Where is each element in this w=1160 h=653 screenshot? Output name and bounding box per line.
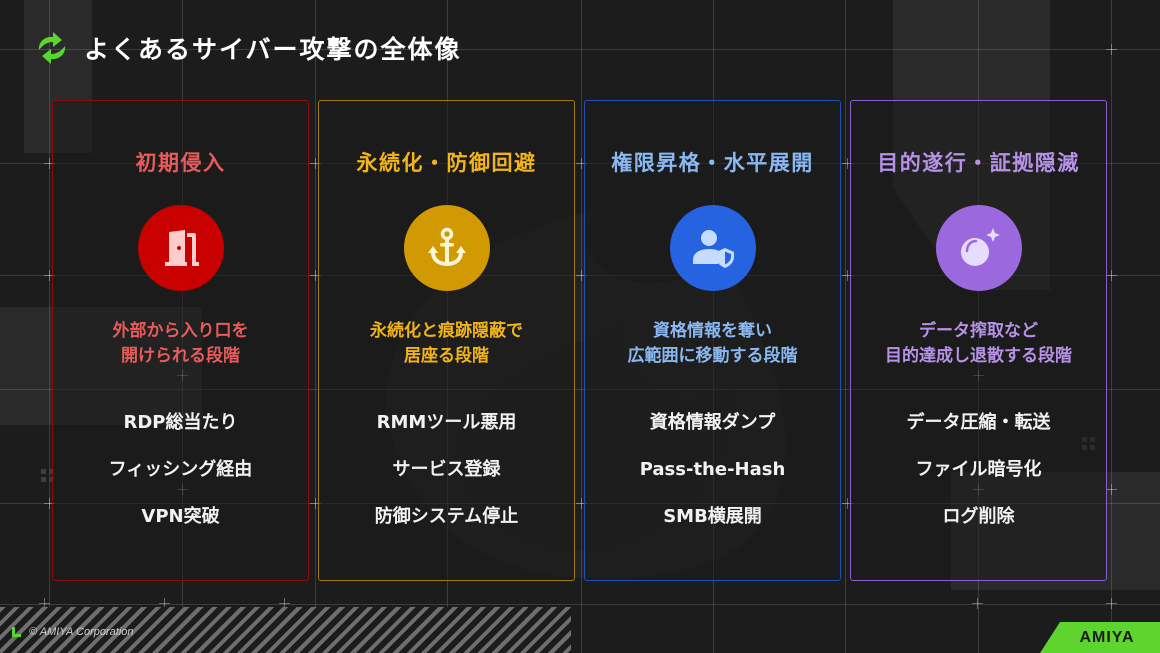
stage-icon-circle [403,205,490,291]
technique-list: RDP総当たり フィッシング経由 VPN突破 [53,409,308,550]
technique-item: 資格情報ダンプ [649,412,776,433]
stage-card-lateral-movement: 権限昇格・水平展開 資格情報を奪い 広範囲に移動する段階 資格情報ダンプ Pas… [584,100,841,581]
page-header: よくあるサイバー攻撃の全体像 [34,30,462,66]
technique-item: VPN突破 [141,506,220,527]
stage-title: 権限昇格・水平展開 [611,151,814,175]
bomb-icon [960,228,1000,266]
stage-description: データ搾取など 目的達成し退散する段階 [885,321,1072,366]
footer-copyright: © AMIYA Corporation [12,626,134,638]
door-open-icon [164,230,199,266]
copyright-text: © AMIYA Corporation [29,626,134,638]
stage-icon-circle [669,205,756,291]
page-title: よくあるサイバー攻撃の全体像 [84,35,462,64]
technique-item: 防御システム停止 [374,506,519,527]
technique-item: データ圧縮・転送 [906,412,1051,433]
stage-title: 永続化・防御回避 [356,151,537,175]
technique-item: RDP総当たり [123,412,238,433]
corner-bracket-icon [12,627,21,637]
user-shield-icon [692,230,734,268]
attack-stage-cards: 初期侵入 外部から入り口を 開けられる段階 RDP総当たり フィッシング経由 V… [52,100,1107,581]
technique-list: RMMツール悪用 サービス登録 防御システム停止 [319,409,574,550]
stage-title: 初期侵入 [135,151,226,175]
anchor-icon [427,227,466,267]
technique-item: ファイル暗号化 [915,459,1042,480]
technique-list: 資格情報ダンプ Pass-the-Hash SMB横展開 [585,409,840,550]
technique-list: データ圧縮・転送 ファイル暗号化 ログ削除 [851,409,1106,550]
technique-item: RMMツール悪用 [376,412,517,433]
brand-logo-text: AMIYA [1079,628,1135,646]
stage-title: 目的遂行・証拠隠滅 [877,151,1080,175]
stage-card-initial-access: 初期侵入 外部から入り口を 開けられる段階 RDP総当たり フィッシング経由 V… [52,100,309,581]
technique-item: ログ削除 [942,506,1015,527]
footer-stripe-band [0,607,571,653]
technique-item: Pass-the-Hash [639,459,786,480]
recycle-arrows-icon [38,32,66,64]
stage-description: 資格情報を奪い 広範囲に移動する段階 [627,321,798,366]
stage-description: 永続化と痕跡隠蔽で 居座る段階 [370,321,523,366]
stage-card-actions-on-objective: 目的遂行・証拠隠滅 データ搾取など 目的達成し退散する段階 データ圧縮・転送 フ… [850,100,1107,581]
technique-item: サービス登録 [392,459,501,480]
stage-icon-circle [935,205,1022,291]
technique-item: フィッシング経由 [108,459,253,480]
stage-icon-circle [137,205,224,291]
brand-badge: AMIYA [1040,622,1160,653]
technique-item: SMB横展開 [663,506,762,527]
stage-card-persistence: 永続化・防御回避 永続化と痕跡隠蔽で 居座る段階 RMMツール悪用 サービス登録… [318,100,575,581]
stage-description: 外部から入り口を 開けられる段階 [112,321,249,366]
